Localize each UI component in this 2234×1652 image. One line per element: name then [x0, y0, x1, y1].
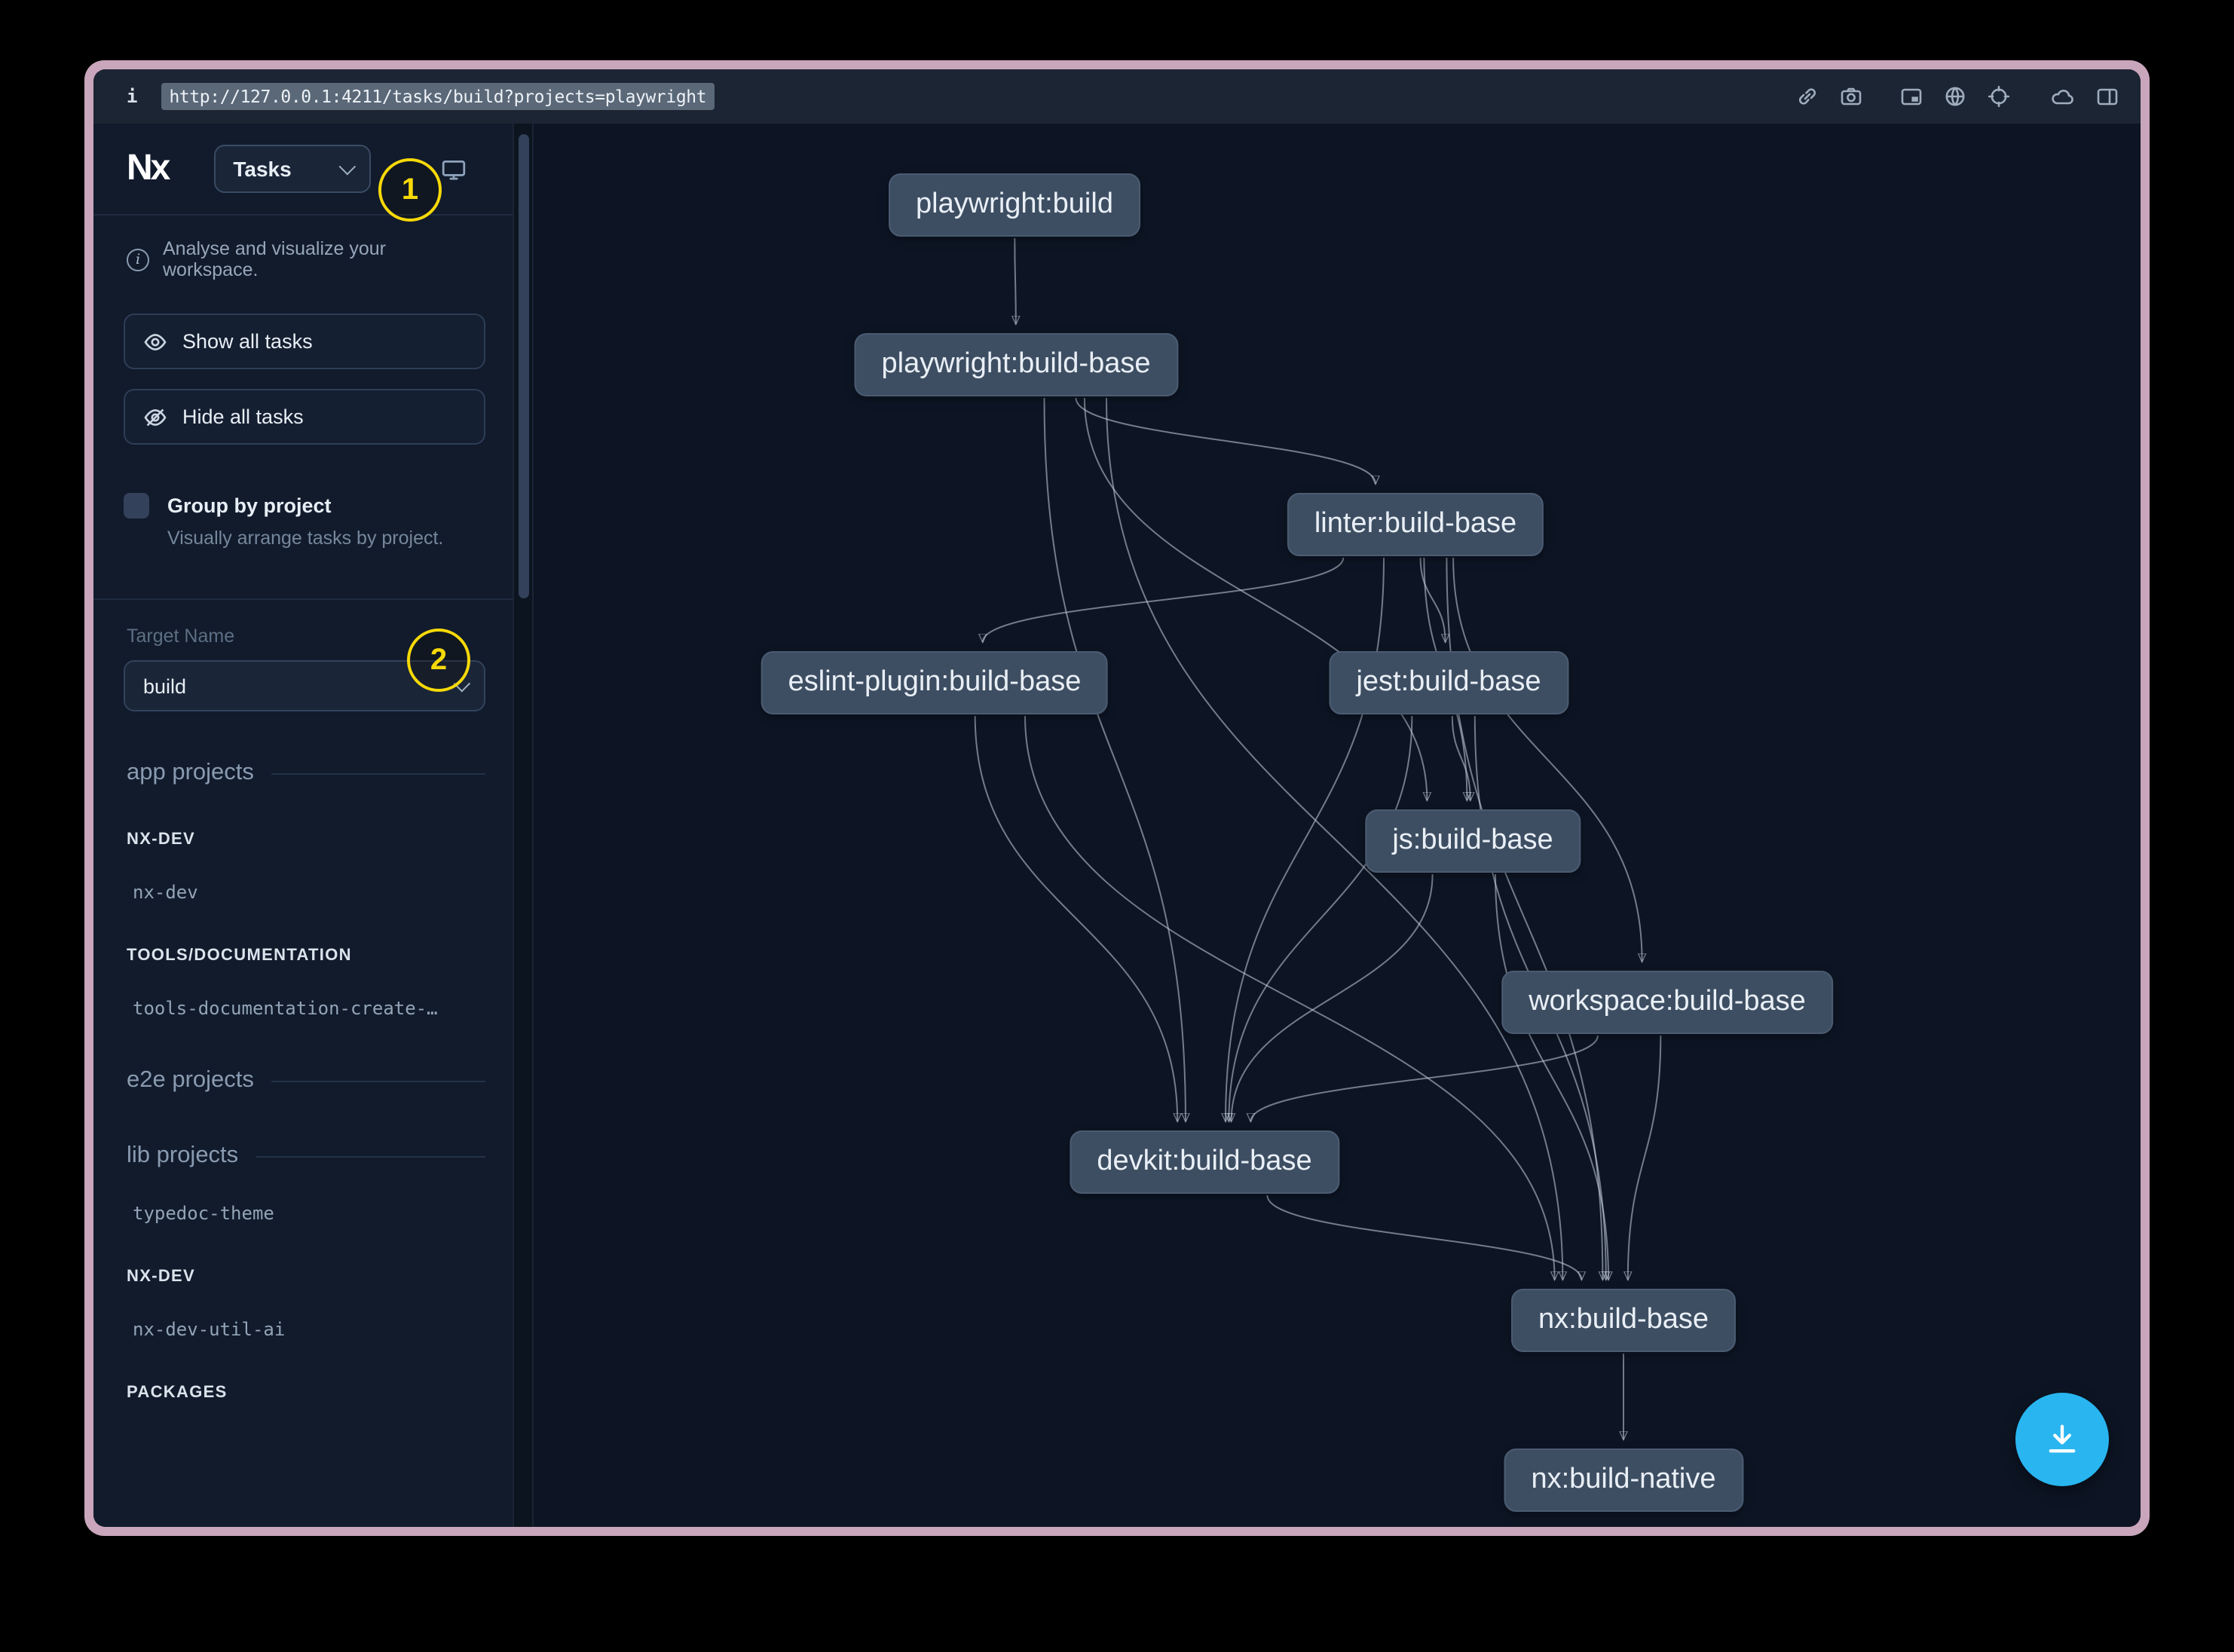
address-bar-url[interactable]: http://127.0.0.1:4211/tasks/build?projec… [161, 83, 715, 110]
hide-all-tasks-label: Hide all tasks [182, 405, 304, 428]
group-by-project-description: Visually arrange tasks by project. [167, 528, 444, 549]
nx-logo[interactable]: Nx [127, 148, 170, 188]
task-edge [1419, 557, 1446, 642]
window-icon[interactable] [1899, 84, 1923, 109]
task-graph: playwright:build playwright:build-base lin… [534, 124, 2141, 1527]
task-edge [1043, 397, 1186, 1121]
section-rule [271, 772, 485, 774]
task-node[interactable]: eslint-plugin:build-base [760, 651, 1109, 714]
link-icon[interactable] [1795, 84, 1819, 109]
task-node[interactable]: jest:build-base [1329, 651, 1568, 714]
target-name-value: build [143, 675, 187, 697]
section-head: e2e projects [127, 1067, 485, 1094]
task-edge [1024, 715, 1555, 1280]
divider [93, 598, 513, 600]
tagline-text: Analyse and visualize your workspace. [163, 238, 386, 280]
hide-all-tasks-button[interactable]: Hide all tasks [124, 389, 485, 445]
task-node[interactable]: devkit:build-base [1070, 1130, 1339, 1194]
sidebar-header: Nx Tasks [93, 124, 513, 214]
project-group-heading: NX-DEV [127, 1268, 196, 1286]
info-icon: i [127, 248, 149, 271]
cloud-icon[interactable] [2050, 84, 2076, 109]
group-by-project-label: Group by project [167, 494, 332, 517]
section-rule [256, 1155, 485, 1157]
task-node[interactable]: nx:build-native [1504, 1449, 1743, 1512]
target-name-label: Target Name [127, 626, 235, 647]
scrollbar-thumb[interactable] [519, 134, 529, 598]
eye-off-icon [144, 408, 167, 426]
project-item[interactable]: tools-documentation-create-… [133, 998, 438, 1019]
sidebar-scrollbar[interactable] [513, 124, 534, 1527]
section-head: lib projects [127, 1143, 485, 1170]
mode-select[interactable]: Tasks [213, 145, 371, 193]
task-edge [974, 715, 1178, 1121]
annotation-circle-2: 2 [407, 629, 470, 692]
task-node[interactable]: linter:build-base [1287, 493, 1544, 556]
task-edge [1495, 873, 1608, 1280]
task-edge [1451, 715, 1470, 800]
tagline-row: i Analyse and visualize your workspace. [93, 216, 513, 280]
columns-icon[interactable] [2095, 84, 2119, 109]
project-item[interactable]: typedoc-theme [133, 1203, 274, 1224]
task-node[interactable]: js:build-base [1365, 809, 1581, 873]
task-node[interactable]: playwright:build [889, 173, 1140, 237]
task-node[interactable]: nx:build-base [1510, 1289, 1737, 1352]
task-node[interactable]: workspace:build-base [1501, 971, 1833, 1034]
globe-icon[interactable] [1943, 84, 1967, 109]
project-item[interactable]: nx-dev-util-ai [133, 1319, 286, 1340]
task-node[interactable]: playwright:build-base [854, 333, 1178, 396]
mode-select-label: Tasks [233, 157, 292, 181]
project-group-heading: TOOLS/DOCUMENTATION [127, 947, 352, 965]
download-button[interactable] [2015, 1393, 2109, 1486]
project-group-heading: NX-DEV [127, 831, 196, 849]
divider [93, 214, 513, 216]
browser-chrome: i http://127.0.0.1:4211/tasks/build?proj… [93, 69, 2141, 124]
project-item[interactable]: nx-dev [133, 882, 198, 903]
task-edge [1250, 1035, 1599, 1121]
info-glyph: i [127, 86, 138, 107]
task-edge [1628, 1035, 1662, 1280]
task-edge [1075, 397, 1376, 484]
monitor-icon[interactable] [439, 156, 467, 182]
camera-icon[interactable] [1839, 84, 1863, 109]
task-edge [1106, 397, 1562, 1280]
section-head: app projects [127, 760, 485, 787]
task-edge [1229, 715, 1413, 1121]
task-edge [1232, 873, 1434, 1121]
project-section: e2e projects [127, 1067, 485, 1094]
browser-window: i http://127.0.0.1:4211/tasks/build?proj… [84, 60, 2150, 1536]
task-edge [1452, 557, 1642, 962]
chevron-down-icon [338, 158, 356, 176]
group-by-project-checkbox[interactable] [124, 493, 149, 519]
show-all-tasks-button[interactable]: Show all tasks [124, 314, 485, 369]
graph-nodes-layer: playwright:build playwright:build-base lin… [534, 124, 2141, 1527]
download-icon [2049, 1424, 2076, 1453]
section-rule [271, 1080, 485, 1081]
annotation-circle-1: 1 [378, 158, 442, 222]
task-edge [1014, 237, 1016, 324]
show-all-tasks-label: Show all tasks [182, 330, 313, 353]
project-group-heading: PACKAGES [127, 1384, 228, 1402]
eye-icon [144, 333, 167, 350]
crosshair-icon[interactable] [1987, 84, 2011, 109]
section-title: app projects [127, 760, 254, 785]
sidebar: Nx Tasks [93, 124, 513, 1527]
task-edge [1266, 1195, 1581, 1280]
task-edge [983, 557, 1345, 642]
section-title: lib projects [127, 1143, 239, 1168]
task-edge [1083, 397, 1428, 800]
group-by-project-row: Group by project [93, 493, 513, 519]
section-title: e2e projects [127, 1067, 254, 1093]
